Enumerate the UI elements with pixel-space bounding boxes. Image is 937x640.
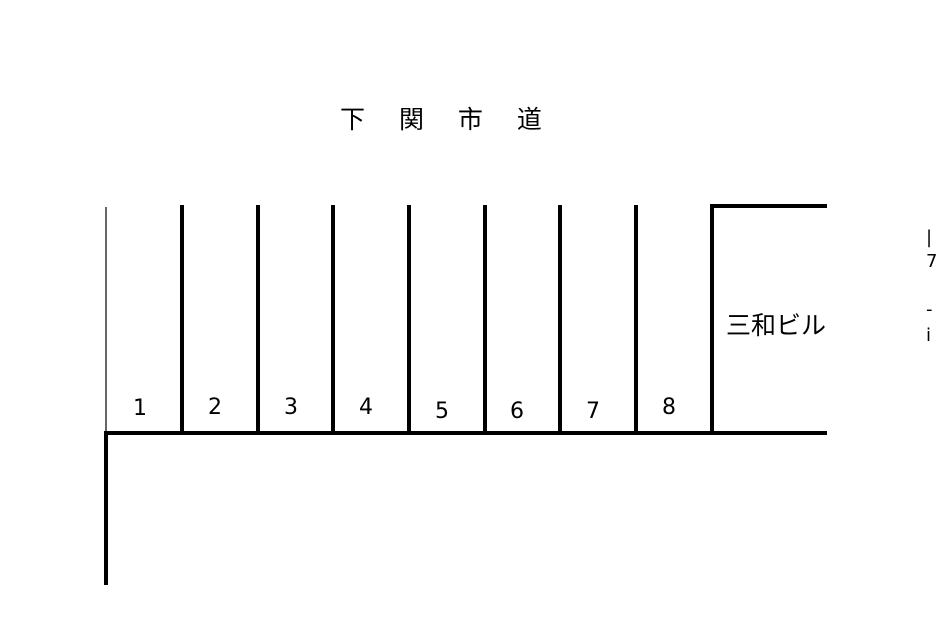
space-number: 7 xyxy=(586,399,600,424)
edge-text: - xyxy=(926,299,933,320)
space-number: 4 xyxy=(359,395,373,420)
space-number: 3 xyxy=(284,395,298,420)
edge-text: i xyxy=(926,325,932,346)
edge-text: 7 xyxy=(926,251,937,272)
space-number: 2 xyxy=(208,395,222,420)
building-outline xyxy=(710,204,827,433)
road-label: 下 関 市 道 xyxy=(340,105,555,134)
space-number: 5 xyxy=(435,399,449,424)
space-number: 1 xyxy=(133,396,147,421)
space-number: 8 xyxy=(662,395,676,420)
space-number: 6 xyxy=(510,399,524,424)
edge-text: | xyxy=(926,227,933,248)
building-label: 三和ビル xyxy=(726,311,827,340)
